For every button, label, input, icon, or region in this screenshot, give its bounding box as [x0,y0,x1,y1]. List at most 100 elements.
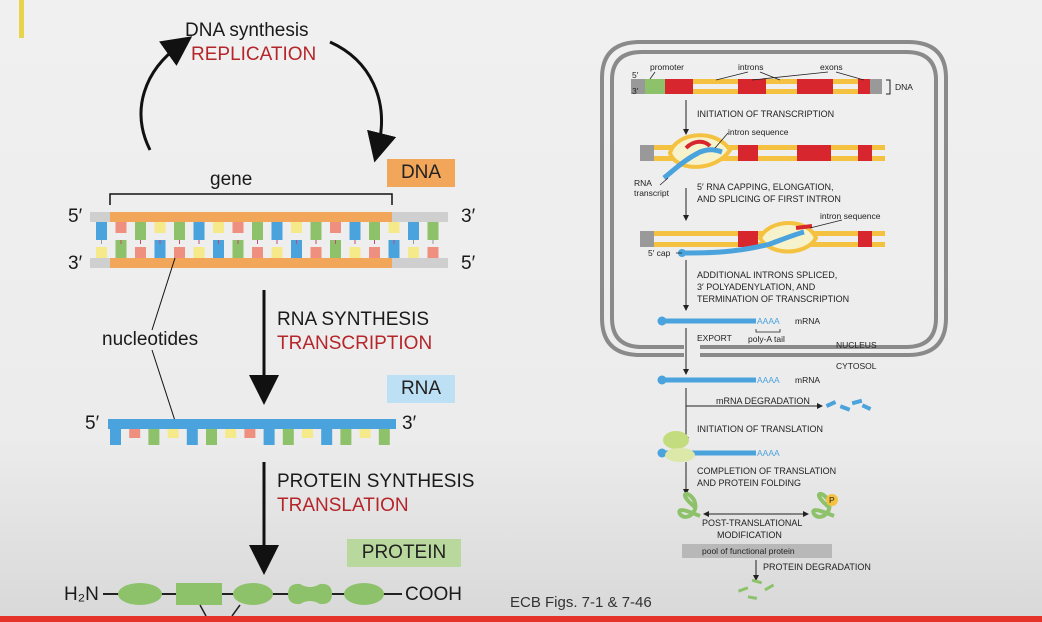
dna-base-pairs [96,222,439,258]
replication-arrow-right [329,40,397,163]
aaaa-translation: AAAA [757,448,780,458]
dna-base-top [232,222,244,233]
dna-base-top [369,222,380,240]
capping-label-2: AND SPLICING OF FIRST INTRON [697,194,841,204]
dna-base-top [252,222,263,240]
additional-introns-label-3: TERMINATION OF TRANSCRIPTION [697,294,850,304]
rna-base [359,429,371,438]
dna-base-top [174,222,185,240]
exons-pointer-1 [751,71,829,81]
protein-folded-left [677,491,701,519]
additional-introns-label-1: ADDITIONAL INTRONS SPLICED, [697,270,838,280]
dna-base-bottom [135,247,146,258]
pool-label: pool of functional protein [702,546,795,556]
promoter-pointer [649,71,656,80]
nucleotides-label: nucleotides [102,329,199,350]
completion-label-1: COMPLETION OF TRANSLATION [697,466,837,476]
dna-base-bottom [193,247,205,258]
dna-base-top [330,222,341,233]
rna-transcript-pointer [659,177,669,186]
protein-box: PROTEIN [347,539,461,567]
dna-base-bottom [96,247,107,258]
dna-base-bottom [154,240,166,258]
intron-seq-pointer-2 [809,219,843,229]
exons-label: exons [820,62,843,72]
dna-base-bottom [232,240,244,258]
translation-label: TRANSLATION [277,495,409,516]
promoter-label: promoter [650,62,685,72]
dna-base-top [96,222,107,240]
dna-base-bottom [349,247,361,258]
figure-caption: ECB Figs. 7-1 & 7-46 [510,594,652,611]
dna-base-top [135,222,146,240]
protein-domain-4 [288,583,332,605]
poly-a-tail-label: poly-A tail [748,334,785,344]
rna-base [302,429,313,438]
gene-dna-strands [631,79,882,94]
nucleus-label: NUCLEUS [836,340,877,350]
protein-degradation-label: PROTEIN DEGRADATION [763,562,871,572]
dna-base-top [154,222,166,233]
rna-base [167,429,179,438]
replication-label: REPLICATION [191,44,317,65]
rna-box: RNA [387,375,455,403]
dna-base-bottom [330,240,341,258]
rna-base [225,429,237,438]
protein-domain-1 [118,583,162,605]
additional-introns-label-2: 3′ POLYADENYLATION, AND [697,282,816,292]
cytosol-label: CYTOSOL [836,361,877,371]
dna-base-bottom [115,240,127,258]
dna-base-top [271,222,283,240]
protein-link-1 [199,604,207,617]
exons-pointer-2 [835,71,865,81]
gene-label: gene [210,169,253,190]
dna-base-bottom [291,240,302,258]
dna-bottom-3prime: 3′ [68,253,83,274]
dna-base-top [291,222,302,233]
five-cap-label: 5′ cap [648,248,671,258]
slide-bottom-bar [0,616,1042,622]
mrna-degradation-label: mRNA DEGRADATION [716,396,810,406]
rna-base [206,429,217,445]
introns-pointer-1 [715,71,749,81]
rna-transcript-label-1: RNA [634,178,652,188]
dna-base-bottom [310,247,322,258]
dna-base-bottom [271,247,283,258]
rna-base [186,429,198,445]
protein-domain-2 [176,583,222,605]
dna-small-label: DNA [895,82,913,92]
dna-base-top [427,222,439,240]
rna-base [378,429,390,445]
protein-link-2 [231,604,241,617]
gene-5prime: 5′ [632,70,639,80]
mrna-cytosol-cap [657,375,667,385]
rna-base [244,429,256,438]
dna-base-top [408,222,419,240]
rna-synthesis-label: RNA SYNTHESIS [277,309,430,330]
dna-base-bottom [213,240,224,258]
dna-top-5prime: 5′ [68,206,83,227]
transcription-label: TRANSCRIPTION [277,333,433,354]
rna-transcript-label-2: transcript [634,188,669,198]
mrna-fragments [825,398,872,412]
export-label: EXPORT [697,333,732,343]
gene-3prime: 3′ [632,86,639,96]
dna-base-top [349,222,361,240]
protein-fragments [737,578,775,600]
dna-base-top [115,222,127,233]
nucleotides-pointer-1 [151,257,176,331]
intron-seq-pointer-1 [714,132,729,149]
mrna-cytosol-label: mRNA [795,375,821,385]
phosphate-label: P [829,495,835,505]
dna-bottom-5prime: 5′ [461,253,476,274]
dna-base-top [388,222,400,233]
dna-base-bottom [252,247,263,258]
h2n-label: H₂N [64,584,99,605]
introns-pointer-2 [759,71,781,81]
ribosome-large [663,431,689,449]
rna-base [340,429,352,445]
rna-base [282,429,294,445]
ptm-label-2: MODIFICATION [717,530,782,540]
gene-bracket [109,193,393,205]
dna-base-bottom [388,240,400,258]
